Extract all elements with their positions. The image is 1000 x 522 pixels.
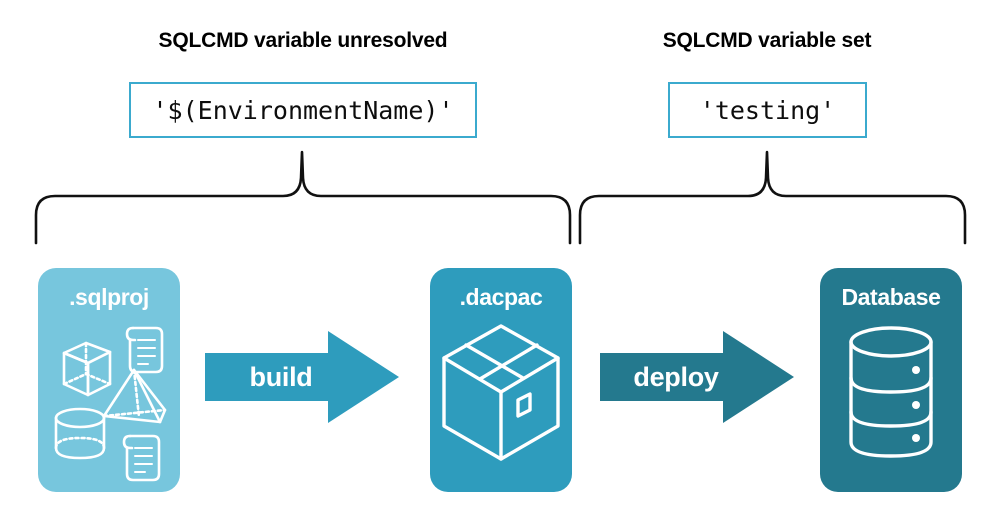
arrow-build: build — [205, 331, 399, 423]
scroll-icon — [125, 326, 164, 374]
dacpac-artwork — [442, 324, 560, 461]
stage-label-sqlproj: .sqlproj — [69, 284, 149, 310]
brace-right-icon — [578, 150, 967, 245]
code-value-set: 'testing' — [699, 95, 836, 125]
package-box-icon — [442, 324, 560, 461]
arrow-deploy-icon — [600, 331, 794, 423]
status-dot — [912, 401, 920, 409]
stage-box-sqlproj: .sqlproj — [38, 268, 180, 492]
brace-left-icon — [34, 150, 572, 245]
sqlproj-artwork — [54, 326, 167, 482]
code-value-unresolved: '$(EnvironmentName)' — [152, 95, 454, 125]
scroll-icon — [122, 434, 161, 482]
stage-label-database: Database — [841, 284, 941, 310]
cylinder-icon — [54, 407, 106, 460]
stage-box-database: Database — [820, 268, 962, 492]
code-box-set: 'testing' — [668, 82, 867, 138]
database-cylinder-icon — [849, 326, 933, 458]
section-heading-set: SQLCMD variable set — [662, 29, 872, 52]
status-dot — [912, 366, 920, 374]
arrow-build-icon — [205, 331, 399, 423]
section-heading-unresolved: SQLCMD variable unresolved — [158, 29, 448, 52]
pyramid-icon — [102, 368, 167, 424]
database-artwork — [849, 326, 933, 458]
stage-box-dacpac: .dacpac — [430, 268, 572, 492]
cube-icon — [62, 341, 112, 397]
arrow-deploy: deploy — [600, 331, 794, 423]
code-box-unresolved: '$(EnvironmentName)' — [129, 82, 477, 138]
status-dot — [912, 434, 920, 442]
stage-label-dacpac: .dacpac — [459, 284, 543, 310]
